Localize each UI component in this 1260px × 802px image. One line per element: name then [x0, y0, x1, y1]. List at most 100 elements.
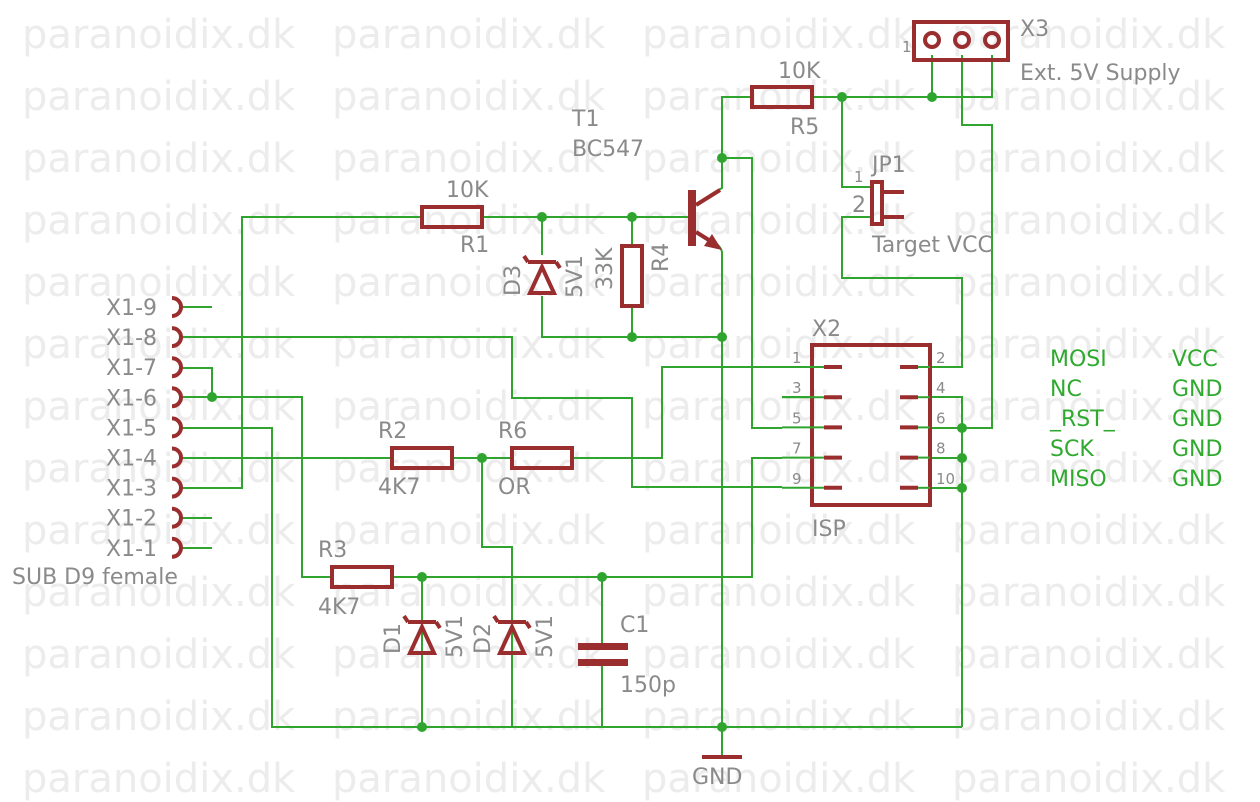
r2-name: R2 — [378, 419, 407, 444]
watermark-text: paranoidix.dk — [952, 508, 1226, 554]
watermark-text: paranoidix.dk — [22, 384, 296, 430]
t1-name: T1 — [571, 107, 599, 132]
watermark-text: paranoidix.dk — [952, 632, 1226, 678]
watermark-layer: paranoidix.dk paranoidix.dk paranoidix.dk p… — [22, 12, 1226, 802]
junction-r3-d1 — [417, 572, 427, 582]
junction-emitter — [717, 332, 727, 342]
x3-pin-1 — [923, 31, 941, 49]
resistor-r1 — [420, 205, 484, 229]
watermark-text: paranoidix.dk — [642, 632, 916, 678]
t1-value: BC547 — [572, 137, 644, 162]
junction-base-d3 — [537, 212, 547, 222]
junction-base-r4 — [627, 212, 637, 222]
watermark-text: paranoidix.dk — [22, 136, 296, 182]
isp-name: X2 — [812, 317, 841, 342]
c1-name: C1 — [620, 613, 649, 638]
r3-value: 4K7 — [318, 595, 360, 620]
x1-pin-socket — [171, 536, 183, 559]
watermark-text: paranoidix.dk — [22, 632, 296, 678]
isp-pin-number: 8 — [936, 440, 946, 458]
transistor-t1 — [688, 188, 722, 250]
junction-r4-bottom — [627, 332, 637, 342]
junction-isp-8 — [957, 453, 967, 463]
x1-pin-label: X1-4 — [106, 447, 157, 472]
x3-pin1-number: 1 — [902, 38, 912, 56]
t1-emitter-arrow — [704, 234, 722, 250]
x1-pin-label: X1-2 — [106, 507, 157, 532]
x3-name: X3 — [1020, 17, 1049, 42]
r5-value: 10K — [778, 59, 821, 84]
watermark-text: paranoidix.dk — [332, 74, 606, 120]
x1-pin-socket — [171, 386, 183, 409]
junction-c1-top — [597, 572, 607, 582]
jp1-pin2: 2 — [852, 193, 866, 218]
pinout-right-label: GND — [1172, 407, 1222, 432]
pinout-left-label: SCK — [1050, 437, 1094, 462]
watermark-text: paranoidix.dk — [22, 322, 296, 368]
d2-value: 5V1 — [533, 615, 558, 658]
watermark-text: paranoidix.dk — [642, 260, 916, 306]
watermark-text: paranoidix.dk — [952, 446, 1226, 492]
resistor-r3 — [330, 565, 394, 589]
diode-d1 — [402, 614, 442, 655]
pinout-left-label: MOSI — [1050, 347, 1107, 372]
x1-pin-label: X1-3 — [106, 477, 157, 502]
watermark-text: paranoidix.dk — [22, 508, 296, 554]
watermark-text: paranoidix.dk — [952, 136, 1226, 182]
watermark-text: paranoidix.dk — [952, 322, 1226, 368]
resistor-r5 — [750, 85, 814, 109]
x1-pin-label: X1-7 — [106, 356, 157, 381]
wires — [180, 55, 993, 757]
junction-isp-6 — [957, 423, 967, 433]
ground-label: GND — [692, 765, 742, 790]
watermark-text: paranoidix.dk — [22, 446, 296, 492]
diode-d3 — [522, 254, 562, 295]
pinout-right-label: VCC — [1172, 347, 1218, 372]
x3-body — [912, 20, 1010, 62]
d3-value: 5V1 — [563, 255, 588, 298]
watermark-text: paranoidix.dk — [952, 198, 1226, 244]
pinout-left-label: _RST_ — [1049, 407, 1116, 432]
isp-pin-number: 10 — [936, 470, 955, 488]
isp-pin-number: 7 — [792, 440, 802, 458]
watermark-text: paranoidix.dk — [22, 198, 296, 244]
x1-pin-label: X1-1 — [106, 537, 157, 562]
pinout-left-label: NC — [1050, 377, 1082, 402]
watermark-text: paranoidix.dk — [642, 136, 916, 182]
isp-header-x2 — [810, 343, 932, 507]
diode-d2 — [492, 614, 532, 655]
pinout-right-label: GND — [1172, 467, 1222, 492]
junction-x3-pin1 — [927, 92, 937, 102]
r5-name: R5 — [790, 115, 819, 140]
watermark-text: paranoidix.dk — [952, 570, 1226, 616]
x3-connector — [912, 20, 1010, 62]
x1-pin-socket — [171, 476, 183, 499]
d3-name: D3 — [501, 265, 526, 296]
pinout-left-label: MISO — [1050, 467, 1107, 492]
x1-pin-socket — [171, 356, 183, 379]
d1-value: 5V1 — [443, 615, 468, 658]
isp-pin-number: 9 — [792, 470, 802, 488]
capacitor-c1 — [578, 643, 628, 666]
jp1-name: JP1 — [870, 153, 906, 178]
resistor-r4 — [620, 244, 644, 308]
x1-connector: X1-9X1-8X1-7X1-6X1-5X1-4X1-3X1-2X1-1 — [106, 296, 183, 562]
watermark-text: paranoidix.dk — [22, 570, 296, 616]
isp-pin-number: 1 — [792, 349, 802, 367]
watermark-text: paranoidix.dk — [332, 136, 606, 182]
pinout-right-label: GND — [1172, 437, 1222, 462]
isp-pin-number: 3 — [792, 379, 802, 397]
watermark-text: paranoidix.dk — [952, 260, 1226, 306]
watermark-text: paranoidix.dk — [332, 384, 606, 430]
r1-value: 10K — [446, 178, 489, 203]
jp1-description: Target VCC — [871, 233, 993, 258]
watermark-text: paranoidix.dk — [952, 74, 1226, 120]
resistor-r6 — [510, 446, 574, 470]
x3-pin-3 — [983, 31, 1001, 49]
watermark-text: paranoidix.dk — [642, 508, 916, 554]
r4-name: R4 — [649, 243, 674, 272]
watermark-text: paranoidix.dk — [22, 74, 296, 120]
watermark-text: paranoidix.dk — [952, 756, 1226, 802]
